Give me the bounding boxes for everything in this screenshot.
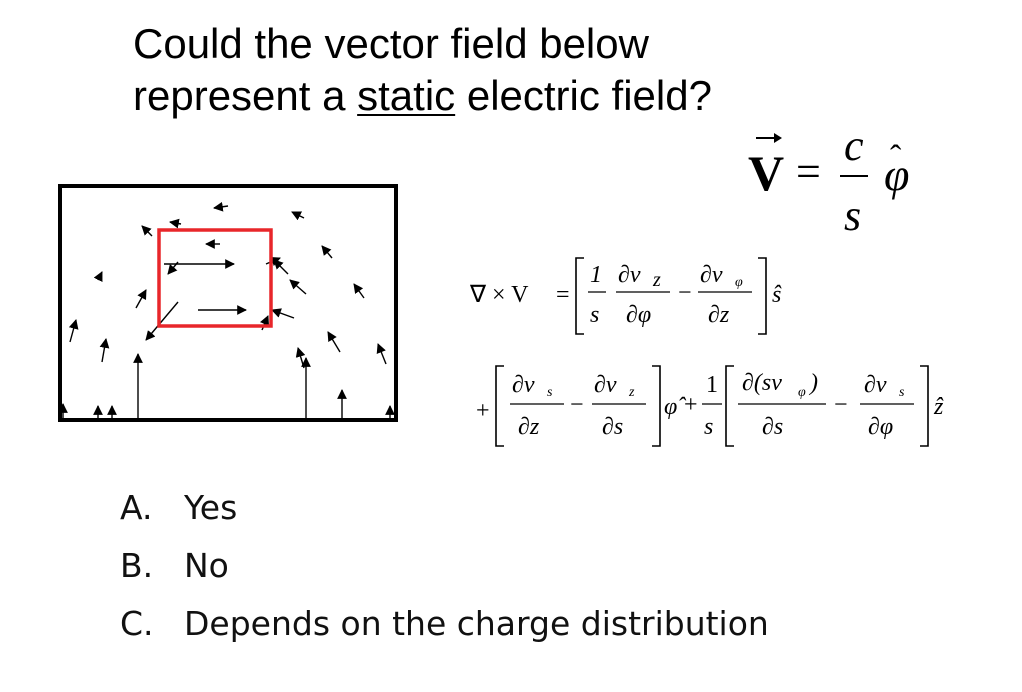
answer-text: Yes bbox=[184, 487, 238, 527]
question-line-2-prefix: represent a bbox=[133, 72, 358, 119]
t1-a-num: 1 bbox=[590, 262, 602, 288]
field-arrow-icon bbox=[289, 279, 307, 295]
field-arrow-icon bbox=[295, 347, 306, 369]
t3-a-num: 1 bbox=[706, 372, 718, 398]
t2-unit: φ̂ bbox=[664, 394, 686, 420]
t1-a-den: s bbox=[590, 302, 599, 328]
field-arrow-icon bbox=[141, 225, 153, 237]
answer-letter: C. bbox=[120, 603, 154, 643]
field-arrow-icon bbox=[135, 289, 147, 309]
field-arrow-icon bbox=[321, 245, 333, 259]
t2-a-num: ∂v bbox=[512, 372, 535, 398]
t3-b-num: ∂(sv bbox=[742, 370, 782, 396]
t3-b-close: ) bbox=[808, 370, 818, 396]
t3-c-num: ∂v bbox=[864, 372, 887, 398]
curl-lhs: ∇ × V bbox=[470, 282, 529, 308]
t1-b-num: ∂v bbox=[618, 262, 641, 288]
field-arrow-icon bbox=[93, 271, 103, 283]
t1-b-den: ∂φ bbox=[626, 302, 651, 328]
field-arrow-icon bbox=[167, 261, 179, 275]
field-arrows bbox=[58, 201, 395, 420]
t3-a-den: s bbox=[704, 414, 713, 440]
curl-formula: ∇ × V = 1 s ∂v z ∂φ − ∂v φ ∂z ŝ + ∂v s ∂… bbox=[470, 257, 944, 447]
t1-b-sub: z bbox=[652, 269, 661, 291]
field-lhs: V bbox=[748, 145, 784, 201]
field-arrow-icon bbox=[376, 343, 387, 365]
curl-equals: = bbox=[556, 282, 570, 308]
answer-list: A. Yes B. No C. Depends on the charge di… bbox=[120, 478, 769, 652]
answer-c[interactable]: C. Depends on the charge distribution bbox=[120, 594, 769, 652]
vector-field-diagram bbox=[58, 184, 398, 422]
field-equals: = bbox=[796, 147, 821, 196]
field-arrow-icon bbox=[68, 319, 79, 343]
question-line-2-suffix: electric field? bbox=[455, 72, 712, 119]
bracket-right-2 bbox=[652, 365, 661, 447]
field-arrow-icon bbox=[353, 283, 365, 299]
t2-a-den: ∂z bbox=[518, 414, 540, 440]
t3-unit: ẑ bbox=[933, 394, 944, 420]
field-denominator: s bbox=[844, 191, 861, 240]
field-arrow-icon bbox=[169, 218, 182, 229]
t2-minus: − bbox=[570, 392, 584, 418]
field-unit-vector: φ bbox=[884, 149, 909, 200]
t1-c-den: ∂z bbox=[708, 302, 730, 328]
field-arrow-icon bbox=[213, 201, 229, 212]
answer-a[interactable]: A. Yes bbox=[120, 478, 769, 536]
vector-arrowhead-icon bbox=[774, 133, 782, 143]
t2-plus: + bbox=[476, 398, 490, 424]
t2-b-den: ∂s bbox=[602, 414, 623, 440]
hat-icon: ˆ bbox=[890, 139, 902, 176]
answer-letter: A. bbox=[120, 487, 153, 527]
t3-c-den: ∂φ bbox=[868, 414, 893, 440]
bracket-right-3 bbox=[920, 365, 929, 447]
t3-plus: + bbox=[684, 392, 698, 418]
question-line-2: represent a static electric field? bbox=[133, 70, 853, 122]
question-emphasis-static: static bbox=[357, 72, 456, 119]
field-arrow-icon bbox=[145, 301, 179, 341]
field-arrow-icon bbox=[265, 256, 281, 266]
field-arrow-icon bbox=[99, 338, 110, 363]
t3-b-sub: φ bbox=[798, 385, 806, 400]
t2-b-sub: z bbox=[628, 385, 635, 400]
field-arrow-icon bbox=[273, 259, 289, 275]
answer-letter: B. bbox=[120, 545, 154, 585]
diagram-frame bbox=[58, 184, 398, 422]
field-arrow-icon bbox=[291, 211, 305, 221]
t1-unit: ŝ bbox=[772, 282, 782, 308]
question-line-1: Could the vector field below bbox=[133, 20, 649, 67]
highlight-box bbox=[157, 228, 273, 328]
bracket-left-1 bbox=[575, 257, 584, 335]
t2-b-num: ∂v bbox=[594, 372, 617, 398]
t3-minus: − bbox=[834, 392, 848, 418]
field-arrow-icon bbox=[271, 308, 295, 319]
t1-c-sub: φ bbox=[735, 275, 743, 290]
question-title: Could the vector field below represent a… bbox=[133, 18, 853, 122]
t3-c-sub: s bbox=[899, 385, 905, 400]
t1-c-num: ∂v bbox=[700, 262, 723, 288]
answer-b[interactable]: B. No bbox=[120, 536, 769, 594]
answer-text: Depends on the charge distribution bbox=[184, 603, 769, 643]
bracket-left-3 bbox=[725, 365, 734, 447]
t3-b-den: ∂s bbox=[762, 414, 783, 440]
t1-minus: − bbox=[678, 280, 692, 306]
bracket-right-1 bbox=[758, 257, 767, 335]
bracket-left-2 bbox=[495, 365, 504, 447]
field-numerator: c bbox=[844, 121, 864, 170]
field-arrow-icon bbox=[327, 331, 341, 353]
field-equation: V = c s φ ˆ bbox=[748, 121, 909, 240]
t2-a-sub: s bbox=[547, 385, 553, 400]
answer-text: No bbox=[184, 545, 229, 585]
